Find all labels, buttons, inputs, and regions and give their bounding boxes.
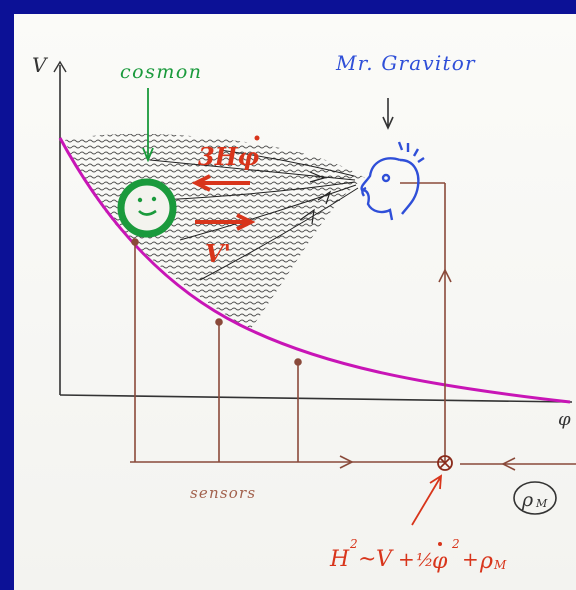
coupling-node xyxy=(437,455,453,471)
eq-half: ½ xyxy=(416,550,433,571)
phi-axis-label: φ xyxy=(558,409,571,430)
cosmon-ball xyxy=(117,178,177,238)
cosmon-label: cosmon xyxy=(120,61,203,83)
phi-axis-line xyxy=(59,394,573,403)
sketch-paper: V φ xyxy=(14,14,576,590)
friction-label: 3Hφ xyxy=(198,142,259,171)
gravitor-arrow xyxy=(382,98,394,130)
rho-m-subscript: M xyxy=(535,497,548,510)
eq-sup2b: 2 xyxy=(451,537,460,551)
streak-arrowheads xyxy=(299,171,332,225)
v-axis-label: V xyxy=(32,53,49,77)
sensor-lines xyxy=(130,182,576,471)
sensors-label: sensors xyxy=(190,484,256,502)
eq-rho: ρ xyxy=(479,549,493,574)
force-arrow xyxy=(195,213,256,231)
v-axis-arrowhead xyxy=(53,60,67,73)
friedmann-equation: H 2 ~ V + ½ φ 2 + ρ M xyxy=(329,537,507,574)
force-label: V' xyxy=(205,239,231,268)
rho-m-symbol: ρ xyxy=(521,489,534,511)
axes: V φ xyxy=(32,53,573,430)
potential-curve xyxy=(58,137,571,404)
friction-dot xyxy=(254,135,260,141)
diagram-canvas: V φ xyxy=(32,51,576,574)
eq-sub: M xyxy=(493,558,507,572)
cosmon-arrow xyxy=(142,88,154,163)
eq-sup2: 2 xyxy=(349,537,358,551)
eq-v: V xyxy=(376,547,394,572)
friction-arrow xyxy=(191,174,250,192)
eq-plus-2: + xyxy=(462,547,479,571)
gravitor-label: Mr. Gravitor xyxy=(335,51,476,75)
eq-dot xyxy=(438,542,442,546)
equation-arrow xyxy=(411,474,443,526)
gravitor-face xyxy=(360,141,425,221)
rho-m-badge: ρ M xyxy=(513,481,557,515)
cloud-streaks xyxy=(149,149,359,281)
eq-phidot: φ xyxy=(432,549,448,574)
eq-tilde: ~ xyxy=(358,547,376,572)
eq-h: H xyxy=(329,547,350,572)
eq-plus-1: + xyxy=(398,547,415,571)
